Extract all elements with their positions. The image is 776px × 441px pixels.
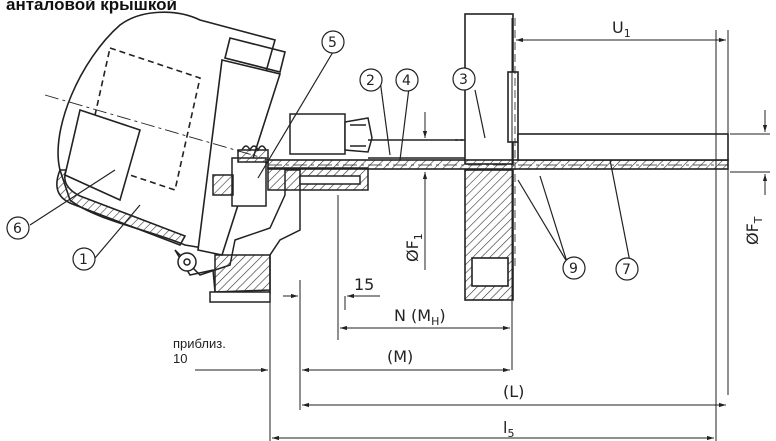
dim-l: (L)	[503, 382, 524, 401]
callout-5: 5	[328, 35, 337, 51]
dim-l5: l5	[503, 418, 514, 440]
callout-7: 7	[622, 262, 631, 278]
measuring-insert-head	[212, 113, 373, 207]
drawing-title: анталовой крышкой	[6, 0, 177, 14]
callout-6: 6	[13, 221, 22, 237]
housing-head	[44, 11, 286, 256]
dim-m: (M)	[387, 347, 413, 366]
dim-u1: U1	[612, 18, 631, 40]
dim-n-mh: N (MH)	[394, 306, 446, 328]
callout-2: 2	[366, 73, 375, 89]
dimension-lines	[195, 18, 770, 441]
dim-phi-f1: ØF1	[403, 233, 425, 262]
dim-phi-ft: ØFT	[743, 216, 765, 245]
cable-gland	[174, 169, 301, 303]
callout-3: 3	[459, 72, 468, 88]
flange	[464, 13, 519, 301]
callout-1: 1	[79, 252, 88, 268]
note-approx: приблиз.	[173, 336, 226, 351]
note-approx-value: 10	[173, 351, 187, 366]
callouts	[6, 30, 639, 281]
callout-9: 9	[569, 261, 578, 277]
callout-labels: 1 2 3 4 5 6 7 9	[13, 35, 631, 278]
dim-15: 15	[354, 275, 374, 294]
callout-4: 4	[402, 73, 411, 89]
